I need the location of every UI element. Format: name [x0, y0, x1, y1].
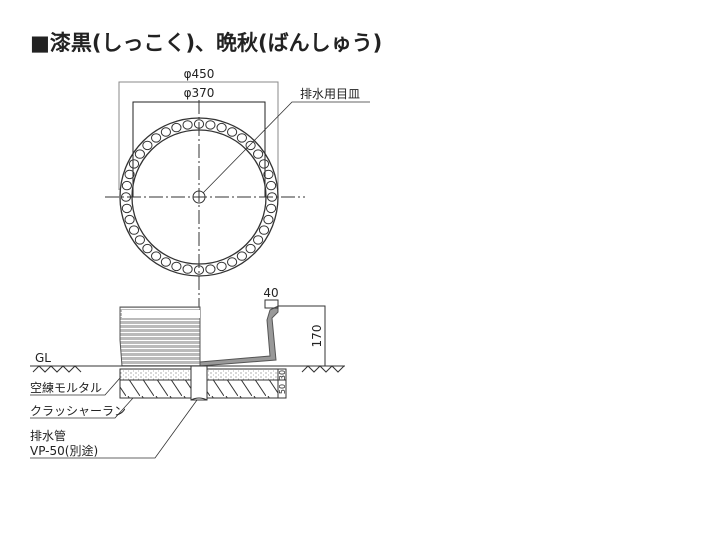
rim-hole — [216, 122, 227, 133]
mortar-leader — [30, 377, 121, 396]
ground-level-label: GL — [35, 351, 51, 365]
rim-hole — [216, 261, 227, 272]
mortar-label: 空練モルタル — [30, 381, 102, 395]
rim-hole — [182, 264, 193, 274]
dim-line-outer — [118, 81, 279, 190]
rim-hole — [266, 180, 277, 191]
rim-hole — [151, 133, 162, 143]
rim-hole — [263, 214, 274, 225]
mortar-dim-label: 30 — [278, 370, 287, 380]
rim-hole — [258, 225, 270, 235]
rim-hole — [236, 133, 247, 143]
rim-hole — [124, 169, 135, 180]
pipe-leader — [30, 399, 198, 459]
rim-hole — [128, 159, 140, 169]
planter-wall-profile — [199, 305, 279, 367]
rim-hole — [263, 169, 274, 180]
rim-hole — [142, 140, 153, 151]
rim-hole — [121, 203, 133, 214]
rim-hole — [124, 214, 135, 225]
rim-dim-box — [264, 299, 279, 309]
rim-hole — [205, 120, 216, 130]
drain-leader — [202, 101, 370, 194]
rim-hole — [253, 149, 264, 159]
ground-hatch-right — [301, 365, 345, 373]
rim-hole — [128, 225, 140, 235]
drain-icon — [192, 190, 206, 204]
crusher-dim-label: 50 — [278, 384, 287, 394]
rim-hole — [227, 127, 238, 137]
rim-hole — [134, 149, 145, 159]
drain-label: 排水用目皿 — [300, 87, 360, 101]
drain-pipe — [190, 365, 208, 401]
dim-inner-label: φ370 — [184, 86, 215, 100]
rim-hole — [245, 140, 256, 151]
rim-hole — [205, 264, 216, 274]
pipe-label-2: VP-50(別途) — [30, 443, 98, 458]
rim-hole — [142, 243, 153, 254]
rim-hole — [160, 127, 171, 137]
rim-hole — [236, 251, 247, 261]
crusher-run-label: クラッシャーラン — [30, 404, 126, 418]
rim-hole — [160, 257, 171, 267]
rim-hole — [266, 203, 277, 214]
dim-outer-label: φ450 — [184, 67, 215, 81]
page-title: ■漆黒(しっこく)、晩秋(ばんしゅう) — [30, 31, 382, 55]
height-dim-label: 170 — [310, 325, 324, 348]
rim-hole — [227, 257, 238, 267]
rim-hole — [121, 180, 133, 191]
rim-dim-label: 40 — [263, 286, 278, 300]
rim-hole — [182, 120, 193, 130]
rim-hole — [134, 235, 145, 245]
rim-hole — [171, 261, 182, 272]
section-view — [30, 299, 345, 459]
rim-hole — [151, 251, 162, 261]
height-dim-line — [278, 305, 326, 366]
rim-hole — [171, 122, 182, 133]
rim-hole — [253, 235, 264, 245]
crusher-leader — [30, 397, 134, 419]
rim-hole — [245, 243, 256, 254]
rim-hole — [258, 159, 270, 169]
ground-hatch-left — [32, 365, 82, 373]
pipe-label-1: 排水管 — [30, 428, 66, 443]
